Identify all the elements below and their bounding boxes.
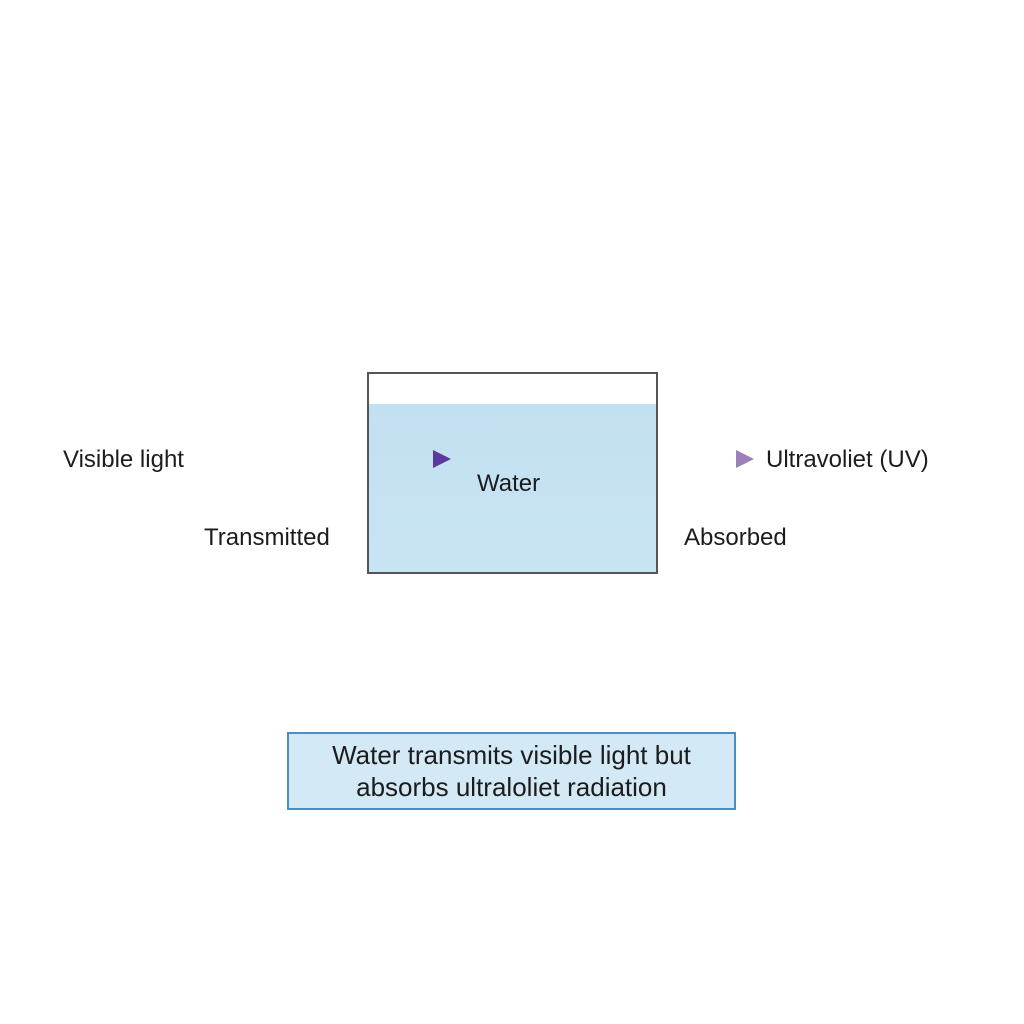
absorbed-label: Absorbed <box>684 524 787 551</box>
water-label: Water <box>477 470 541 497</box>
arrow-right-icon <box>736 450 754 468</box>
uv-arrow <box>588 450 754 468</box>
arrow-right-icon <box>433 450 451 468</box>
visible-light-arrow <box>218 450 451 468</box>
water-fill <box>369 404 656 572</box>
ultraviolet-label: Ultravoliet (UV) <box>766 446 929 473</box>
water-container <box>367 372 658 574</box>
visible-light-label: Visible light <box>63 446 184 473</box>
caption-box: Water transmits visible light but absorb… <box>287 732 736 810</box>
caption-line-1: Water transmits visible light but <box>332 740 691 770</box>
transmitted-label: Transmitted <box>204 524 330 551</box>
caption-line-2: absorbs ultraloliet radiation <box>356 772 667 802</box>
